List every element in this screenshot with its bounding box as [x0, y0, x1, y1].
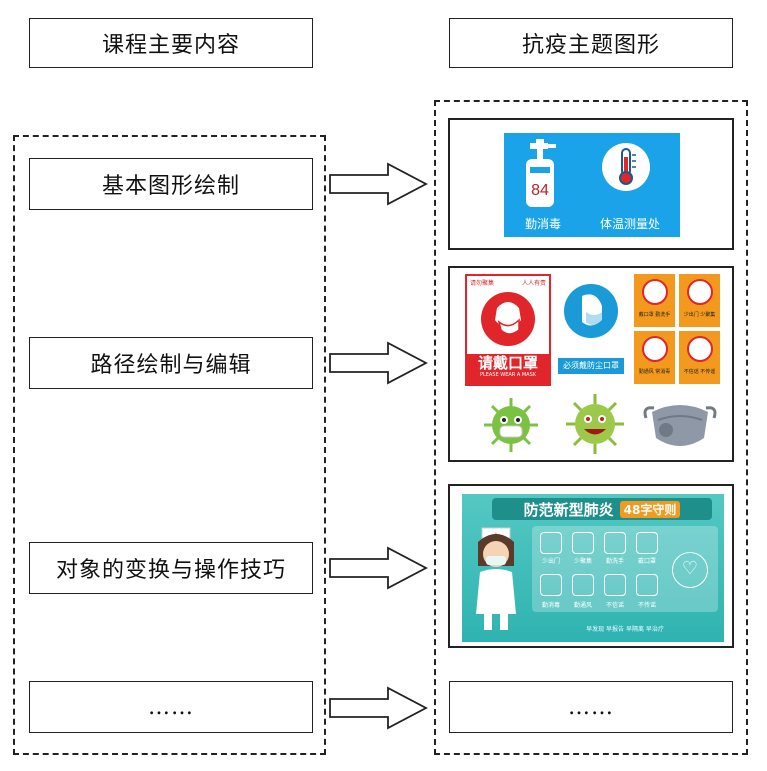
poster-icon	[572, 532, 594, 554]
wear-mask-sign: 请勿聚集 人人有责 请戴口罩 PLEASE WEAR A MASK	[465, 274, 551, 386]
course-item-label: ……	[148, 694, 194, 720]
poster-tip: 勤消毒	[541, 602, 560, 609]
course-item-label: 对象的变换与操作技巧	[55, 558, 286, 583]
antiepidemic-graphics-header-label: 抗疫主题图形	[521, 33, 660, 58]
sanitizer-caption: 勤消毒	[524, 217, 561, 231]
sign-sub-text: PLEASE WEAR A MASK	[479, 372, 537, 378]
graphics-panel-paths: 请勿聚集 人人有责 请戴口罩 PLEASE WEAR A MASK 必须戴防尘口…	[448, 266, 734, 462]
antiepidemic-graphics-header: 抗疫主题图形	[449, 18, 733, 68]
arrow-right-icon	[329, 686, 428, 730]
graphics-group	[434, 100, 748, 755]
orange-tile-label: 勤通风 常消毒	[638, 369, 671, 375]
course-item-path-drawing: 路径绘制与编辑	[29, 337, 313, 389]
poster-tip: 不传谣	[637, 602, 656, 609]
blue-sign-text: 必须戴防尘口罩	[558, 358, 624, 374]
course-item-more: ……	[29, 681, 313, 733]
poster-tip: 戴口罩	[637, 558, 656, 565]
poster-tip: 少出门	[541, 558, 560, 565]
graphics-panel-more: ……	[449, 681, 733, 733]
orange-tile: 不信谣 不传谣	[679, 331, 720, 384]
poster-icon	[540, 532, 562, 554]
poster-title: 防范新型肺炎	[523, 500, 614, 519]
virus-angry-icon	[566, 394, 624, 454]
sign-top-right-text: 人人有责	[521, 280, 546, 287]
poster-tip: 勤通风	[573, 602, 592, 609]
sanitizer-thermometer-graphic: 84 勤消毒 体温测量处	[504, 133, 680, 237]
orange-tile-label: 少出门 少聚集	[683, 312, 716, 318]
bottle-number: 84	[531, 182, 549, 199]
poster-icon	[636, 574, 658, 596]
heart-icon: ♡	[672, 552, 708, 588]
mask-head-icon	[564, 284, 618, 338]
poster-icon	[572, 574, 594, 596]
poster-title-bar: 防范新型肺炎 48字守则	[492, 498, 712, 520]
sanitizer-bottle-icon: 84	[526, 139, 556, 207]
poster-tip: 少聚集	[573, 558, 592, 565]
course-items-group	[13, 135, 326, 755]
poster-tip: 勤洗手	[605, 558, 624, 565]
orange-tile: 勤通风 常消毒	[634, 331, 675, 384]
mask-face-icon	[481, 292, 535, 346]
graphics-panel-transform: 防范新型肺炎 48字守则 + 少出门 少聚集 勤洗手 戴口罩 勤消毒 勤通风 不…	[448, 484, 734, 648]
poster-icon	[604, 574, 626, 596]
course-item-object-transform: 对象的变换与操作技巧	[29, 542, 313, 594]
orange-tile-label: 戴口罩 勤洗手	[638, 312, 671, 318]
sign-main-text: 请戴口罩	[477, 354, 538, 372]
arrow-right-icon	[329, 546, 428, 590]
dust-mask-sign: 必须戴防尘口罩	[558, 280, 624, 376]
orange-tile: 戴口罩 勤洗手	[634, 274, 675, 327]
thermometer-caption: 体温测量处	[599, 217, 660, 231]
course-content-header-label: 课程主要内容	[101, 33, 240, 58]
orange-tile-label: 不信谣 不传谣	[683, 369, 716, 375]
arrow-right-icon	[329, 341, 428, 385]
virus-mascot-icon	[484, 398, 538, 452]
poster-badge: 48字守则	[619, 500, 681, 518]
graphics-panel-basic: 84 勤消毒 体温测量处	[448, 118, 734, 250]
course-content-header: 课程主要内容	[29, 18, 313, 68]
poster-icon	[540, 574, 562, 596]
course-item-basic-shapes: 基本图形绘制	[29, 158, 313, 210]
graphics-more-label: ……	[568, 694, 614, 720]
poster-tips-grid: 少出门 少聚集 勤洗手 戴口罩 勤消毒 勤通风 不信谣 不传谣 ♡	[532, 526, 718, 612]
nurse-illustration: +	[476, 527, 516, 630]
orange-tile: 少出门 少聚集	[679, 274, 720, 327]
poster-tip: 不信谣	[605, 602, 624, 609]
arrow-right-icon	[329, 162, 428, 206]
poster-footer: 早发现 早报告 早隔离 早治疗	[586, 626, 664, 633]
orange-notice-grid: 戴口罩 勤洗手 少出门 少聚集 勤通风 常消毒 不信谣 不传谣	[634, 274, 720, 384]
sign-top-left-text: 请勿聚集	[470, 280, 495, 287]
face-mask-icon	[643, 405, 717, 446]
course-item-label: 路径绘制与编辑	[90, 353, 252, 378]
epidemic-prevention-poster: 防范新型肺炎 48字守则 + 少出门 少聚集 勤洗手 戴口罩 勤消毒 勤通风 不…	[462, 494, 724, 642]
thermometer-icon	[602, 143, 650, 191]
poster-icon	[636, 532, 658, 554]
poster-icon	[604, 532, 626, 554]
course-item-label: 基本图形绘制	[101, 174, 240, 199]
